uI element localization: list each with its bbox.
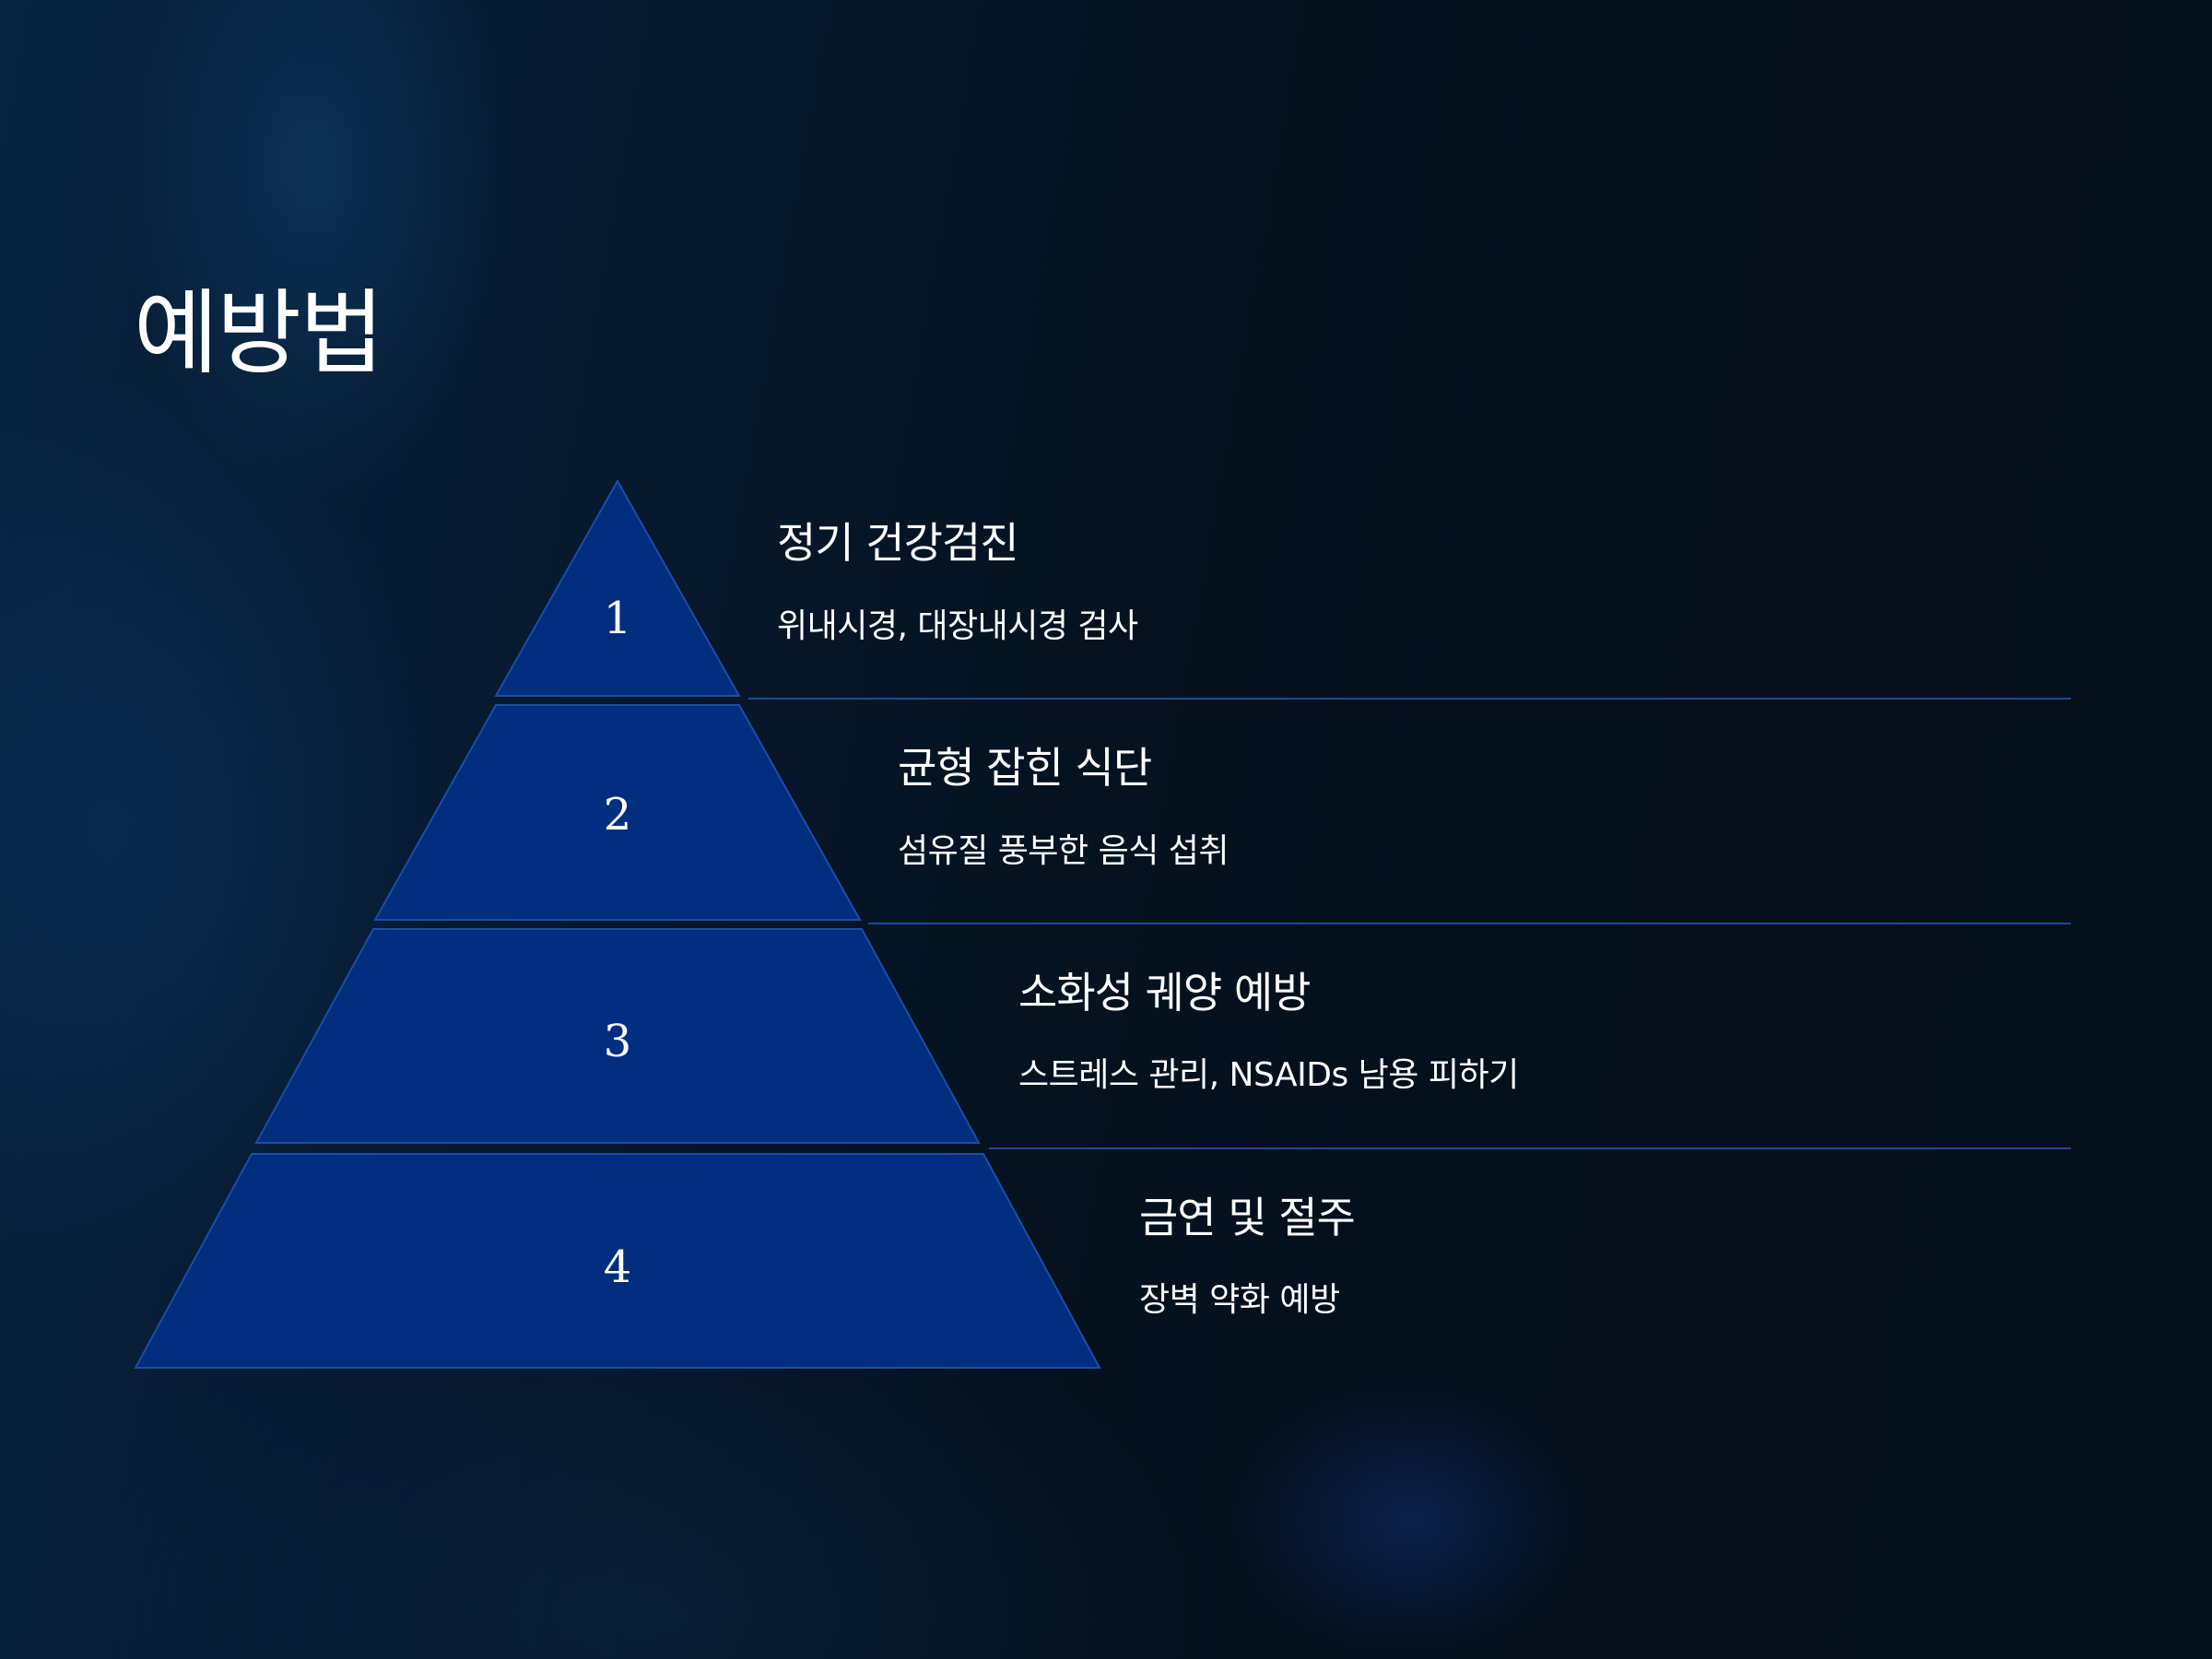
tier-number-2: 2: [604, 789, 632, 841]
tier-2-title: 균형 잡힌 식단: [898, 743, 1152, 793]
tier-1-description: 위내시경, 대장내시경 검사: [777, 607, 1138, 645]
tier-4-description: 장벽 약화 예방: [1139, 1281, 1340, 1319]
tier-3-title: 소화성 궤양 예방: [1018, 968, 1311, 1018]
divider-line-2: [868, 923, 2071, 924]
divider-line-3: [989, 1147, 2071, 1149]
tier-number-3: 3: [604, 1016, 632, 1067]
pyramid-tier-1: [494, 478, 741, 697]
pyramid-tier-4: [134, 1153, 1101, 1369]
tier-number-4: 4: [604, 1241, 632, 1293]
tier-1-title: 정기 건강검진: [777, 518, 1019, 568]
pyramid-tier-2: [373, 704, 862, 921]
tier-number-1: 1: [604, 593, 632, 644]
tier-2-description: 섬유질 풍부한 음식 섭취: [898, 832, 1230, 870]
tier-4-title: 금연 및 절주: [1139, 1193, 1356, 1242]
divider-line-1: [748, 698, 2071, 700]
page-title: 예방법: [134, 279, 384, 387]
tier-3-description: 스트레스 관리, NSAIDs 남용 피하기: [1018, 1056, 1519, 1094]
pyramid-tier-3: [254, 928, 981, 1144]
